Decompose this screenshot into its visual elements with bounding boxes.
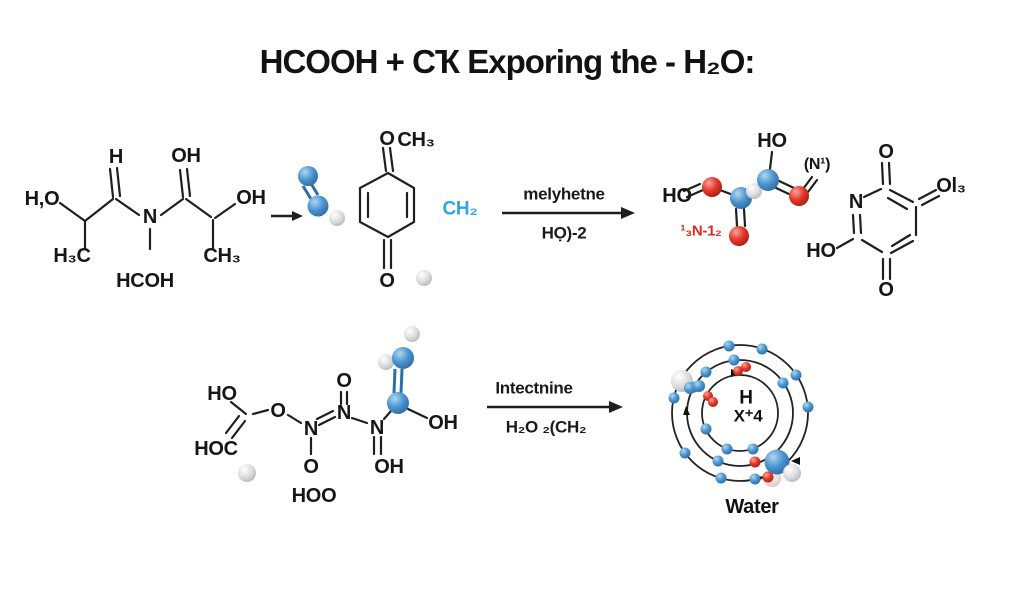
small-arrow	[271, 211, 303, 221]
quinone-ring	[358, 146, 416, 270]
ring-o-bottom: O	[878, 279, 894, 301]
ring-ol3: Ol₃	[936, 175, 966, 197]
ch2-label: CH₂	[442, 198, 478, 220]
pyridine-ring	[835, 161, 941, 281]
molecule-a-bonds	[58, 166, 237, 251]
blue-dimer	[298, 166, 345, 226]
reaction-arrow-1	[502, 207, 635, 219]
atom-label-oh-top: OH	[171, 145, 201, 167]
mb-n-left: N	[303, 418, 319, 440]
gray-atom	[416, 270, 432, 286]
atom-label-oh-right: OH	[236, 187, 266, 209]
mb-hoo: HOO	[291, 485, 337, 507]
atom-x4-label: X⁺4	[733, 406, 763, 426]
molecule-b-bonds	[224, 390, 429, 456]
ring-n: N	[848, 191, 864, 213]
proton	[762, 471, 774, 483]
atom-label-h3c: H₃C	[53, 245, 91, 267]
molecule-b-spheres	[238, 326, 420, 482]
mb-o-bridge: O	[270, 400, 286, 422]
atom-label-h3o: H,O	[24, 188, 60, 210]
ballstick-ho-left: HO	[662, 185, 692, 207]
ballstick-molecule	[682, 150, 819, 246]
page-title: HCOOH + CҠ Exporing the - H₂O:	[259, 43, 756, 80]
isotope-label: ¹₃N-1₂	[680, 222, 722, 240]
reagent-bottom-1: HỌ)-2	[541, 223, 587, 243]
quinone-o-top: O	[379, 128, 395, 150]
reagent-bottom-2: H₂O ₂(CH₂	[505, 417, 587, 437]
electrons	[668, 340, 814, 485]
mb-hoc: HOC	[194, 438, 238, 460]
water-caption: Water	[725, 496, 779, 518]
mb-n-right: N	[369, 417, 385, 439]
quinone-ch3: CH₃	[397, 129, 435, 151]
water-atom	[668, 340, 814, 487]
reaction-arrow-2	[487, 401, 623, 413]
reagent-top-2: Intectnine	[495, 378, 573, 398]
reagent-top-1: melyhetne	[523, 184, 605, 204]
mb-o-bottom: O	[303, 456, 319, 478]
quinone-o-bottom: O	[379, 270, 395, 292]
mb-oh-bottom: OH	[374, 456, 404, 478]
atom-label-ch3: CH₃	[203, 245, 241, 267]
atom-label-n: N	[142, 206, 158, 228]
ballstick-n1: (N¹)	[803, 156, 831, 173]
atom-h-label: H	[739, 387, 753, 409]
ballstick-ho-top: HO	[757, 130, 787, 152]
white-atom-2	[783, 464, 801, 482]
mb-o-top: O	[336, 370, 352, 392]
oxygen-sphere	[764, 449, 790, 475]
ring-ho: HO	[806, 240, 836, 262]
atom-label-h: H	[108, 146, 124, 168]
mb-n-mid: N	[336, 402, 352, 424]
mb-ho: HO	[207, 383, 237, 405]
mb-oh-right: OH	[428, 412, 458, 434]
formula-hcoh: HCOH	[116, 270, 174, 292]
ring-o-top: O	[878, 141, 894, 163]
protons	[703, 362, 761, 468]
